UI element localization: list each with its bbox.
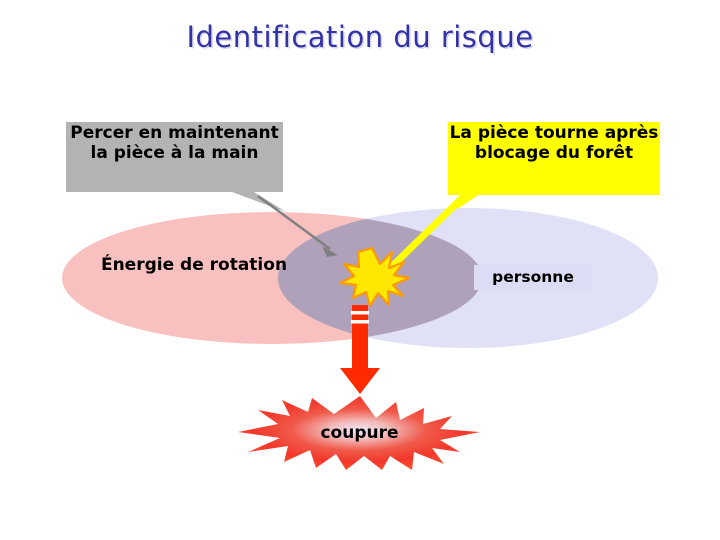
yellow-burst-icon xyxy=(338,246,411,308)
page-title: Identification du risque xyxy=(186,20,534,54)
ellipse-overlap xyxy=(278,212,482,344)
gray-callout-label: Percer en maintenant la pièce à la main xyxy=(70,123,279,163)
ellipse-energie-label: Énergie de rotation xyxy=(100,255,288,275)
gray-callout-shape[interactable] xyxy=(66,122,286,212)
yellow-callout-shape[interactable] xyxy=(448,122,660,212)
ellipse-personne[interactable] xyxy=(278,208,658,348)
red-down-arrow xyxy=(340,305,380,394)
coupure-label: coupure xyxy=(320,423,399,443)
gray-connector-arrow xyxy=(257,195,338,257)
coupure-burst-shape[interactable] xyxy=(238,396,480,470)
yellow-callout-label: La pièce tourne après blocage du forêt xyxy=(449,123,659,163)
venn-diagram xyxy=(62,208,658,348)
ellipse-personne-label: personne xyxy=(474,265,592,290)
